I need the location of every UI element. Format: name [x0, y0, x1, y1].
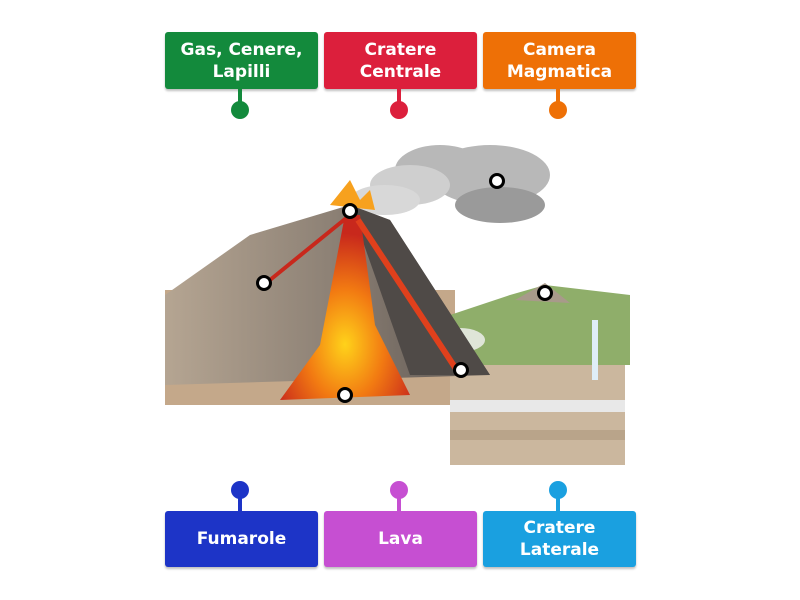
label-text: Fumarole [196, 529, 287, 549]
drop-target-lava-flow[interactable] [453, 362, 469, 378]
pin-stem [238, 497, 242, 511]
pin-stem [397, 497, 401, 511]
label-fumarole[interactable]: Fumarole [165, 511, 318, 567]
label-lava[interactable]: Lava [324, 511, 477, 567]
label-pin[interactable] [231, 481, 249, 499]
pin-stem [556, 497, 560, 511]
label-pin[interactable] [390, 481, 408, 499]
label-pin[interactable] [231, 101, 249, 119]
ash-cloud [350, 145, 550, 223]
pin-stem [397, 89, 401, 103]
drop-target-side-vent[interactable] [256, 275, 272, 291]
label-gas-cenere-lapilli[interactable]: Gas, Cenere,Lapilli [165, 32, 318, 89]
label-text: Lava [378, 529, 423, 549]
label-pin[interactable] [549, 481, 567, 499]
drop-target-fumarole[interactable] [537, 285, 553, 301]
pin-stem [556, 89, 560, 103]
label-text: Cratere [364, 39, 437, 60]
label-pin[interactable] [549, 101, 567, 119]
drop-target-magma-chamber[interactable] [337, 387, 353, 403]
drop-target-cloud[interactable] [489, 173, 505, 189]
label-pin[interactable] [390, 101, 408, 119]
volcano-diagram [165, 145, 630, 465]
pin-stem [238, 89, 242, 103]
label-text: Camera [522, 39, 597, 60]
label-text: Centrale [359, 61, 442, 82]
drop-target-summit[interactable] [342, 203, 358, 219]
label-text: Lapilli [212, 61, 271, 82]
label-text: Cratere [523, 518, 596, 538]
label-text: Laterale [519, 540, 600, 560]
label-text: Gas, Cenere, [180, 39, 303, 60]
label-text: Magmatica [506, 61, 613, 82]
